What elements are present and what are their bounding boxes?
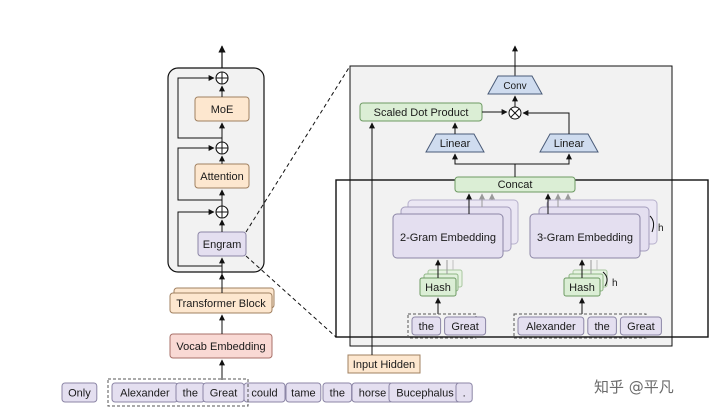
token-chip: Great	[619, 316, 662, 336]
token-chip-box	[455, 382, 473, 403]
token-chip: could	[243, 382, 286, 403]
token-text: Alexander	[526, 321, 576, 333]
token-text: Great	[451, 321, 479, 333]
linear-right-label: Linear	[554, 138, 585, 150]
token-text: Alexander	[120, 388, 170, 400]
token-text: the	[419, 321, 434, 333]
token-chip-box	[517, 316, 585, 336]
token-chip: horse	[351, 382, 394, 403]
engram-label: Engram	[203, 239, 242, 251]
vocab-embedding-label: Vocab Embedding	[176, 341, 265, 353]
linear-right-block	[539, 133, 599, 153]
token-chip: Only	[61, 382, 98, 403]
residual-add-top	[215, 71, 229, 85]
token-text: horse	[359, 388, 387, 400]
input-hidden-label: Input Hidden	[353, 359, 415, 371]
token-chip: Bucephalus	[388, 382, 462, 403]
linear-left-block	[425, 133, 485, 153]
three-gram-token-group	[513, 313, 647, 339]
residual-skip-engram	[177, 209, 222, 267]
three-gram-heads-brace	[649, 215, 655, 233]
hash-right-label: Hash	[569, 282, 595, 294]
zoom-line-top	[245, 65, 351, 233]
residual-add-middle	[215, 141, 229, 155]
hash-heads-label: h	[612, 278, 618, 289]
scaled-dot-product-label: Scaled Dot Product	[374, 107, 469, 119]
two-gram-embedding-block	[392, 213, 504, 259]
token-chip-box	[285, 382, 322, 403]
token-chip: Great	[202, 382, 245, 403]
hash-heads-brace	[602, 271, 608, 287]
conv-block	[487, 75, 543, 95]
token-chip: the	[322, 382, 353, 403]
residual-skip-moe	[177, 75, 222, 139]
token-text: could	[251, 388, 277, 400]
two-gram-embedding-label: 2-Gram Embedding	[400, 232, 496, 244]
token-text: the	[330, 388, 345, 400]
token-chip-box	[411, 316, 442, 336]
token-chip-box	[619, 316, 662, 336]
three-gram-embedding-label: 3-Gram Embedding	[537, 232, 633, 244]
conv-label: Conv	[503, 81, 526, 92]
token-text: Only	[68, 388, 91, 400]
moe-label: MoE	[211, 104, 234, 116]
zoom-line-bottom	[245, 255, 337, 338]
token-chip-box	[587, 316, 617, 336]
token-chip: the	[587, 316, 617, 336]
hash-left-label: Hash	[425, 282, 451, 294]
concat-label: Concat	[498, 179, 533, 191]
linear-left-label: Linear	[440, 138, 471, 150]
ngram-selection-box	[107, 378, 249, 407]
token-text: tame	[291, 388, 315, 400]
token-text: the	[594, 321, 609, 333]
three-gram-tokens: Alexander the Great	[517, 316, 662, 336]
three-gram-heads-label: h	[658, 223, 664, 234]
token-chip-box	[243, 382, 286, 403]
token-text: Bucephalus	[396, 388, 454, 400]
token-chip: Alexander	[517, 316, 585, 336]
watermark-text: 知乎 @平凡	[594, 378, 674, 396]
token-chip: the	[175, 382, 206, 403]
input-token-row: Only Alexander the Great could tame the horse Bu…	[61, 382, 473, 403]
input-hidden-block	[347, 354, 421, 374]
vocab-embedding-block	[169, 333, 273, 359]
token-text: .	[463, 388, 466, 400]
arrow-linear-right-to-multiply	[522, 110, 570, 134]
token-chip: .	[455, 382, 473, 403]
token-text: Great	[210, 388, 238, 400]
residual-skip-attention	[177, 145, 222, 201]
three-gram-embedding-block	[529, 213, 641, 259]
residual-add-bottom	[215, 205, 229, 219]
token-chip: tame	[285, 382, 322, 403]
token-text: the	[183, 388, 198, 400]
gating-multiply-node	[508, 106, 522, 120]
arrow-concat-to-linear-left	[452, 153, 516, 177]
transformer-block	[169, 292, 273, 314]
arrow-concat-to-linear-right	[515, 153, 572, 165]
attention-label: Attention	[200, 171, 243, 183]
two-gram-tokens: the Great	[411, 316, 487, 336]
token-text: Great	[627, 321, 655, 333]
token-chip: Alexander	[111, 382, 179, 403]
token-chip-box	[444, 316, 487, 336]
token-chip-box	[61, 382, 98, 403]
token-chip: Great	[444, 316, 487, 336]
transformer-block-label: Transformer Block	[176, 298, 266, 310]
token-chip: the	[411, 316, 442, 336]
